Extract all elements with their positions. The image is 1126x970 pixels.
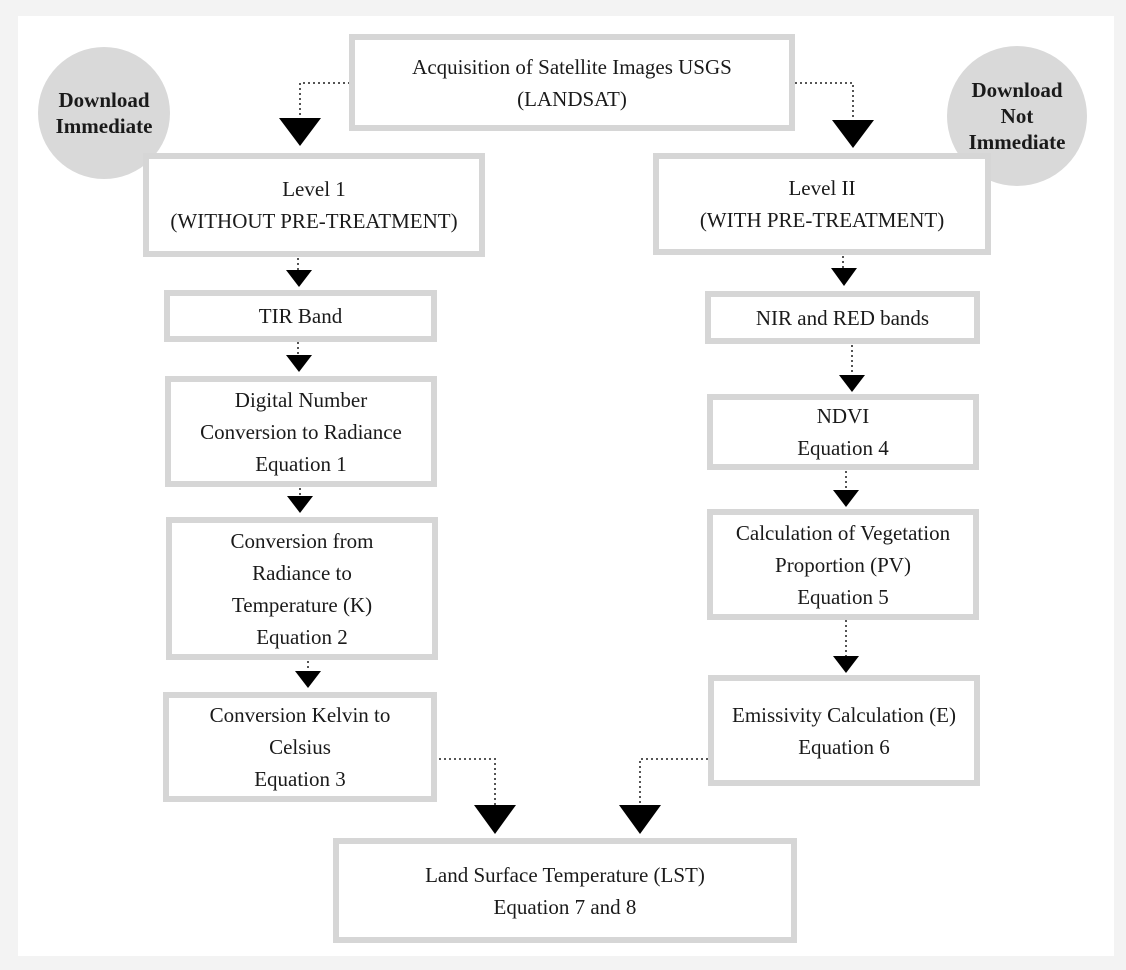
nir-red-label: NIR and RED bands	[755, 305, 930, 330]
badge-left-line1: Download	[58, 88, 150, 112]
arrowhead-lst-right	[619, 805, 661, 834]
temperature-conversion-box: Conversion from Radiance to Temperature …	[166, 517, 438, 660]
kelvin-celsius-box: Conversion Kelvin to Celsius Equation 3	[163, 692, 437, 802]
ndvi-title: NDVI	[816, 404, 870, 428]
badge-right-line3: Immediate	[968, 130, 1066, 154]
arrowhead-left-step3	[295, 671, 321, 688]
connector-emissivity-to-lst	[639, 758, 708, 805]
level1-subtitle: (WITHOUT PRE-TREATMENT)	[170, 209, 458, 233]
level1-box: Level 1 (WITHOUT PRE-TREATMENT)	[143, 153, 485, 257]
lst-result-box: Land Surface Temperature (LST) Equation …	[333, 838, 797, 943]
arrowhead-left-step2	[287, 496, 313, 513]
acquisition-subtitle: (LANDSAT)	[517, 86, 627, 111]
level1-title: Level 1	[282, 177, 346, 201]
vegetation-equation: Equation 5	[797, 584, 889, 609]
radiance-equation: Equation 1	[255, 451, 347, 476]
emissivity-title: Emissivity Calculation (E)	[732, 702, 956, 727]
connector-top-to-level1	[299, 82, 360, 118]
download-immediate-badge: Download Immediate	[38, 47, 170, 179]
arrowhead-level1	[279, 118, 321, 146]
connector-celsius-to-lst	[434, 758, 496, 805]
ndvi-equation: Equation 4	[797, 436, 889, 460]
vegetation-line2: Proportion (PV)	[775, 552, 911, 577]
level2-title: Level II	[788, 176, 856, 200]
level2-subtitle: (WITH PRE-TREATMENT)	[699, 208, 945, 232]
badge-left-line2: Immediate	[55, 114, 153, 138]
celsius-line1: Conversion Kelvin to	[209, 703, 391, 727]
radiance-line1: Digital Number	[234, 387, 368, 412]
arrowhead-ndvi	[839, 375, 865, 392]
lst-title: Land Surface Temperature (LST)	[425, 862, 705, 887]
acquisition-box: Acquisition of Satellite Images USGS (LA…	[349, 34, 795, 131]
arrowhead-left-step1	[286, 355, 312, 372]
badge-right-line2: Not	[1000, 104, 1034, 128]
level2-box: Level II (WITH PRE-TREATMENT)	[653, 153, 991, 255]
vegetation-proportion-box: Calculation of Vegetation Proportion (PV…	[707, 509, 979, 620]
acquisition-title: Acquisition of Satellite Images USGS	[412, 54, 732, 79]
arrowhead-level2	[832, 120, 874, 148]
emissivity-equation: Equation 6	[798, 734, 890, 759]
arrowhead-bands	[831, 268, 857, 286]
emissivity-box: Emissivity Calculation (E) Equation 6	[708, 675, 980, 786]
arrowhead-lst-left	[474, 805, 516, 834]
temperature-line1: Conversion from	[230, 528, 374, 553]
temperature-line2: Radiance to	[252, 560, 352, 585]
radiance-line2: Conversion to Radiance	[200, 419, 402, 444]
vegetation-line1: Calculation of Vegetation	[735, 520, 951, 545]
celsius-line2: Celsius	[269, 735, 331, 759]
arrowhead-tir	[286, 270, 312, 287]
lst-equation: Equation 7 and 8	[493, 894, 637, 919]
temperature-line3: Temperature (K)	[231, 592, 373, 617]
radiance-conversion-box: Digital Number Conversion to Radiance Eq…	[165, 376, 437, 487]
nir-red-bands-box: NIR and RED bands	[705, 291, 980, 344]
arrowhead-pv	[833, 490, 859, 507]
tir-band-box: TIR Band	[164, 290, 437, 342]
tir-band-label: TIR Band	[258, 304, 343, 328]
temperature-equation: Equation 2	[256, 624, 348, 649]
connector-top-to-level2	[795, 82, 854, 120]
celsius-equation: Equation 3	[254, 767, 346, 791]
arrowhead-emissivity	[833, 656, 859, 673]
ndvi-box: NDVI Equation 4	[707, 394, 979, 470]
badge-right-line1: Download	[971, 78, 1063, 102]
